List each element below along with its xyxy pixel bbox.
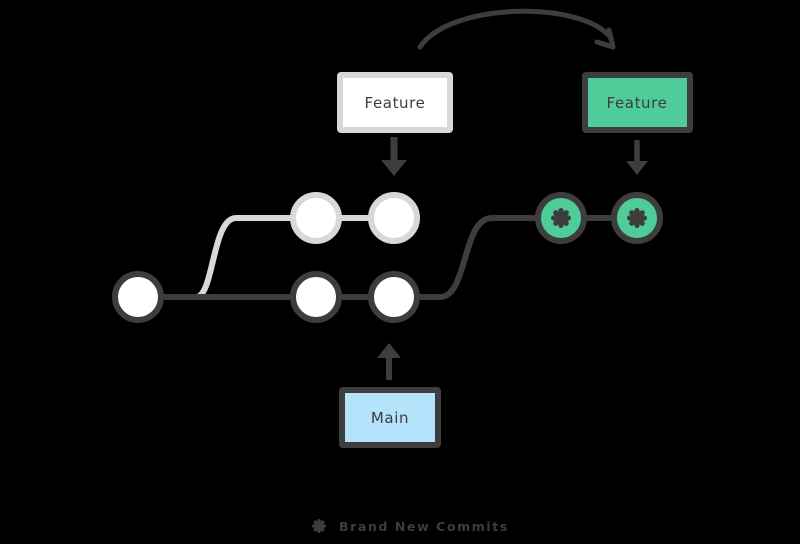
main-commit-2	[290, 271, 342, 323]
feature-new-box[interactable]	[582, 72, 693, 133]
main-commit-1	[112, 271, 164, 323]
feature-old-box[interactable]	[337, 72, 453, 133]
asterisk-flower-icon	[551, 208, 571, 228]
feature-old-box-label: Feature	[365, 94, 426, 112]
main-commit-3	[368, 271, 420, 323]
legend-asterisk-flower-icon	[312, 519, 326, 533]
rebased-feature-branch-line	[391, 215, 564, 300]
asterisk-flower-icon	[627, 208, 647, 228]
legend-label: Brand New Commits	[339, 519, 509, 534]
main-up-arrow-head	[377, 343, 401, 358]
feature-old-down-arrow-head	[381, 160, 407, 176]
feature-new-box-label: Feature	[607, 94, 668, 112]
old-feature-commit-1	[290, 192, 342, 244]
main-box[interactable]	[339, 387, 441, 448]
old-feature-commit-2	[368, 192, 420, 244]
rebase-arrow-head	[594, 27, 616, 50]
rebase-arrow-arc	[417, 8, 614, 50]
feature-new-down-arrow-head	[626, 161, 648, 175]
main-box-label: Main	[371, 409, 409, 427]
